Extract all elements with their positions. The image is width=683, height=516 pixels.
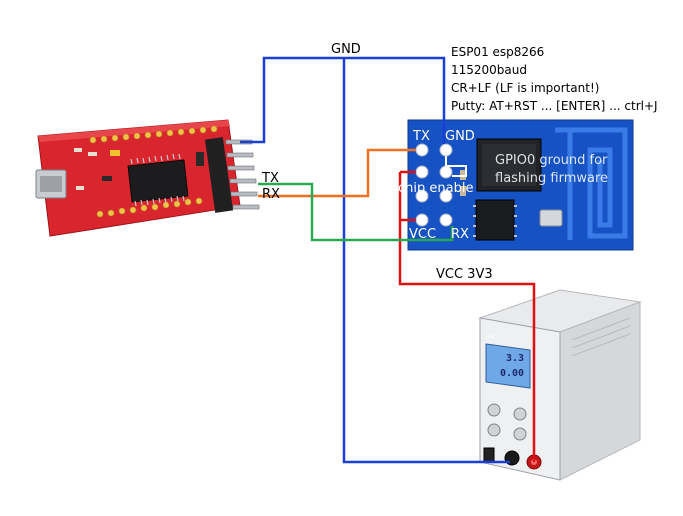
gnd-wire — [240, 56, 510, 464]
gpio0-ground-short — [445, 156, 467, 177]
psu-voltage-readout: 3.3 — [506, 353, 524, 364]
antenna-trace — [555, 127, 628, 240]
bench-power-supply — [478, 289, 642, 481]
note-line: ESP01 esp8266 — [451, 45, 544, 59]
notes-block: ESP01 esp8266 115200baud CR+LF (LF is im… — [451, 45, 658, 113]
ftdi-tx-label: TX — [261, 171, 279, 186]
esp-gnd-label: GND — [445, 129, 475, 144]
gpio0-note-line2: flashing firmware — [495, 171, 608, 186]
ftdi-adapter — [35, 119, 260, 237]
rx-wire — [258, 182, 454, 242]
esp-tx-label: TX — [412, 129, 430, 144]
tx-wire — [258, 148, 416, 198]
esp-chip-enable-label: chip enable — [398, 181, 473, 196]
note-line: Putty: AT+RST ... [ENTER] ... ctrl+J — [451, 99, 658, 113]
vcc-wire — [398, 170, 536, 462]
gnd-label: GND — [331, 42, 361, 57]
note-line: CR+LF (LF is important!) — [451, 81, 599, 95]
psu-brand: QJE — [486, 334, 495, 340]
esp-vcc-label: VCC — [409, 227, 436, 242]
vcc-3v3-label: VCC 3V3 — [436, 267, 493, 282]
esp-rx-label: RX — [451, 227, 469, 242]
ftdi-rx-label: RX — [262, 187, 280, 202]
note-line: 115200baud — [451, 63, 527, 77]
esp01-module — [407, 119, 634, 251]
psu-current-readout: 0.00 — [500, 368, 524, 379]
gpio0-note-line1: GPIO0 ground for — [495, 153, 608, 168]
